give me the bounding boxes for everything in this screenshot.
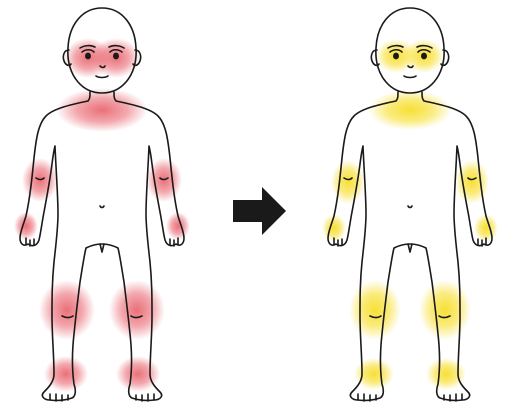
ankle-patch-left	[44, 356, 88, 392]
right-arrow-icon	[233, 187, 286, 235]
knee-patch-left	[39, 280, 95, 340]
ankle-patch-left	[354, 358, 394, 390]
ankle-patch-right	[116, 356, 160, 392]
neck-patch	[56, 88, 148, 132]
child-outline-before	[20, 8, 184, 401]
figure-before	[14, 8, 190, 401]
figure-after	[322, 8, 498, 401]
knee-patch-left	[349, 280, 401, 340]
ankle-patch-right	[426, 358, 466, 390]
highlight-regions-red	[14, 38, 190, 392]
highlight-regions-yellow	[322, 39, 498, 390]
child-outline-after	[328, 8, 492, 401]
knee-patch-right	[109, 280, 165, 340]
knee-patch-right	[419, 280, 471, 340]
neck-patch	[368, 90, 452, 130]
